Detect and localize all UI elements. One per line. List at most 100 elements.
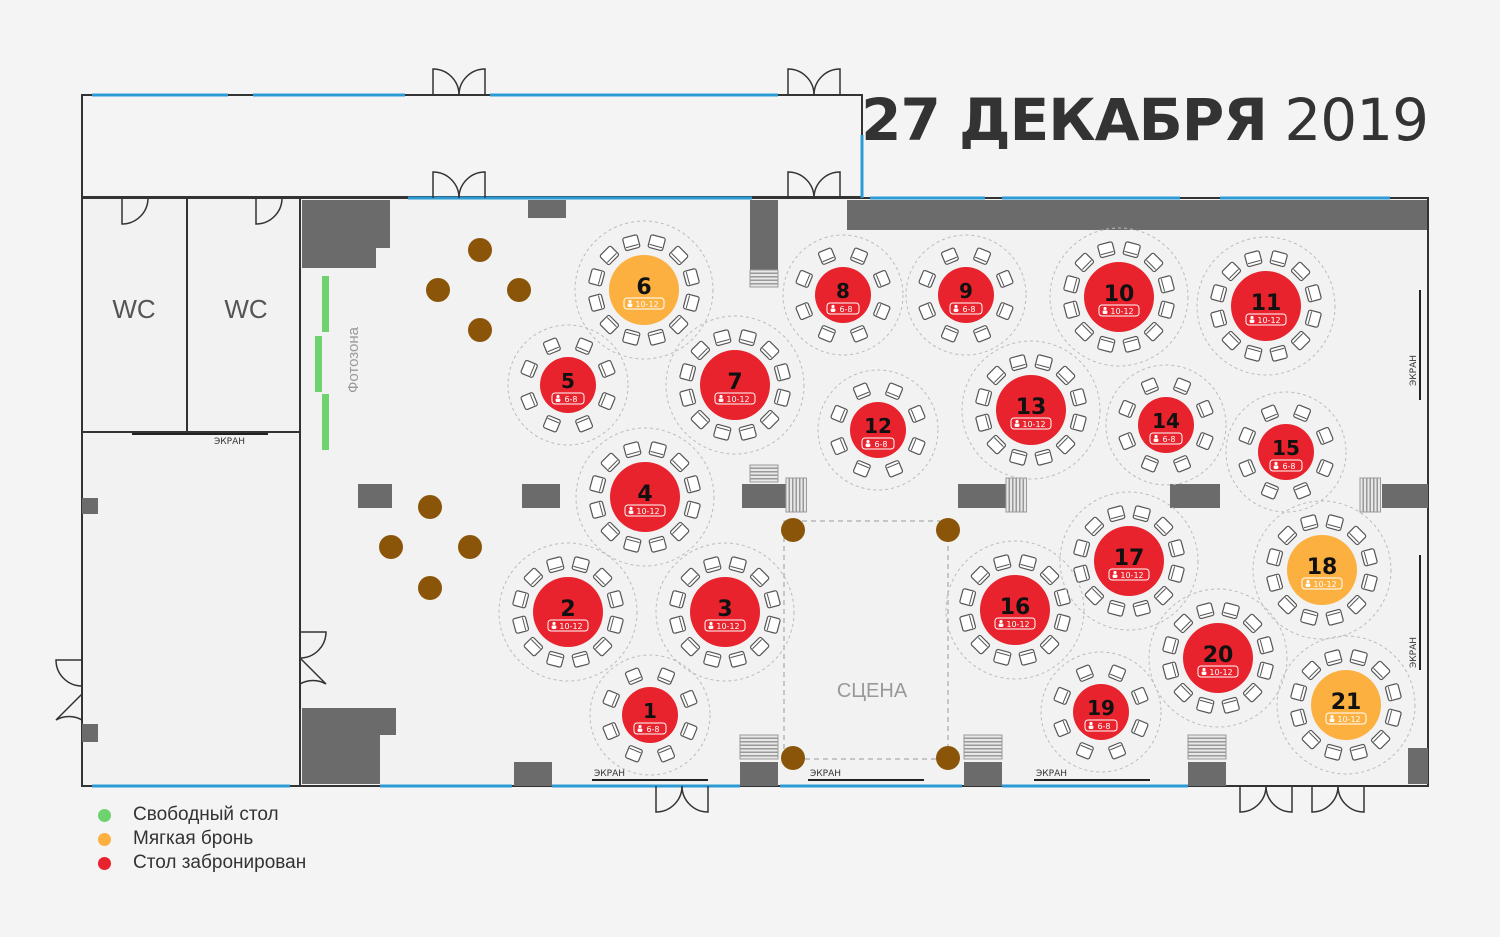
stair-step	[963, 755, 1003, 760]
table-9[interactable]: 96-8	[905, 234, 1027, 356]
chair	[852, 460, 871, 478]
door[interactable]	[1265, 785, 1293, 813]
chairs	[1210, 250, 1322, 362]
stair-step	[1359, 477, 1364, 513]
chair	[817, 247, 836, 265]
chair	[795, 302, 813, 321]
door[interactable]	[121, 197, 149, 225]
chair	[592, 636, 613, 657]
chair	[1277, 525, 1298, 546]
chair	[523, 567, 544, 588]
chair	[648, 441, 667, 459]
table-capacity: 10-12	[1337, 715, 1360, 724]
table-number: 11	[1251, 291, 1282, 316]
chair	[623, 441, 642, 459]
table-14[interactable]: 146-8	[1105, 364, 1227, 486]
chair	[1063, 275, 1081, 294]
table-1[interactable]: 16-8	[589, 654, 711, 776]
chairs	[830, 382, 926, 478]
door[interactable]	[458, 68, 486, 96]
chair	[1053, 588, 1071, 607]
door[interactable]	[458, 171, 486, 199]
table-19[interactable]: 196-8	[1040, 651, 1162, 773]
table-top	[996, 375, 1066, 445]
table-7[interactable]: 710-12	[665, 315, 805, 455]
chair	[1167, 564, 1185, 583]
chair	[1157, 275, 1175, 294]
person-icon	[1249, 315, 1255, 323]
chairs	[1238, 404, 1334, 500]
person-icon	[1014, 419, 1020, 427]
table-zone	[1049, 227, 1189, 367]
chair	[680, 636, 701, 657]
stair-step	[803, 477, 807, 513]
table-5[interactable]: 56-8	[507, 324, 629, 446]
capacity-badge	[1245, 313, 1287, 326]
chair	[575, 337, 594, 355]
door[interactable]	[55, 659, 83, 721]
chair	[728, 556, 747, 574]
chair	[1069, 413, 1087, 432]
capacity-badge	[949, 302, 983, 315]
door[interactable]	[1311, 785, 1339, 813]
table-8[interactable]: 86-8	[782, 234, 904, 356]
table-6[interactable]: 610-12	[574, 220, 714, 360]
chair	[1107, 505, 1126, 523]
table-top	[1073, 684, 1129, 740]
chair	[738, 423, 757, 441]
table-3[interactable]: 310-12	[655, 542, 795, 682]
chair	[575, 415, 594, 433]
table-2[interactable]: 210-12	[498, 542, 638, 682]
chair	[1256, 661, 1274, 680]
chair	[1242, 682, 1263, 703]
door[interactable]	[432, 171, 460, 199]
table-number: 3	[717, 597, 732, 622]
chair	[986, 365, 1007, 386]
chair	[1269, 344, 1288, 362]
stair-step	[749, 269, 779, 274]
chair	[598, 392, 616, 411]
door[interactable]	[1239, 785, 1267, 813]
door[interactable]	[432, 68, 460, 96]
door[interactable]	[681, 785, 709, 813]
capacity-badge	[633, 722, 667, 735]
table-4[interactable]: 410-12	[575, 427, 715, 567]
chair	[1346, 594, 1367, 615]
door[interactable]	[813, 171, 841, 199]
door[interactable]	[787, 171, 815, 199]
stair-step	[739, 745, 779, 749]
chair	[680, 722, 698, 741]
chair	[600, 521, 621, 542]
chair	[795, 269, 813, 288]
chair	[1266, 573, 1284, 592]
door[interactable]	[813, 68, 841, 96]
stair-step	[1016, 477, 1020, 513]
stair-step	[1187, 734, 1227, 739]
chair	[850, 325, 869, 343]
post	[458, 535, 482, 559]
stair-step	[749, 475, 779, 479]
door[interactable]	[1337, 785, 1365, 813]
capacity-badge	[1325, 712, 1367, 725]
door[interactable]	[787, 68, 815, 96]
chair	[599, 245, 620, 266]
table-12[interactable]: 126-8	[817, 369, 939, 491]
table-15[interactable]: 156-8	[1225, 391, 1347, 513]
door[interactable]	[299, 631, 327, 685]
chair	[1084, 516, 1105, 537]
door[interactable]	[255, 197, 283, 225]
chair	[1097, 335, 1116, 353]
chairs	[1053, 664, 1149, 760]
chair	[703, 650, 722, 668]
door[interactable]	[655, 785, 683, 813]
chair	[975, 413, 993, 432]
chair	[1244, 250, 1263, 268]
